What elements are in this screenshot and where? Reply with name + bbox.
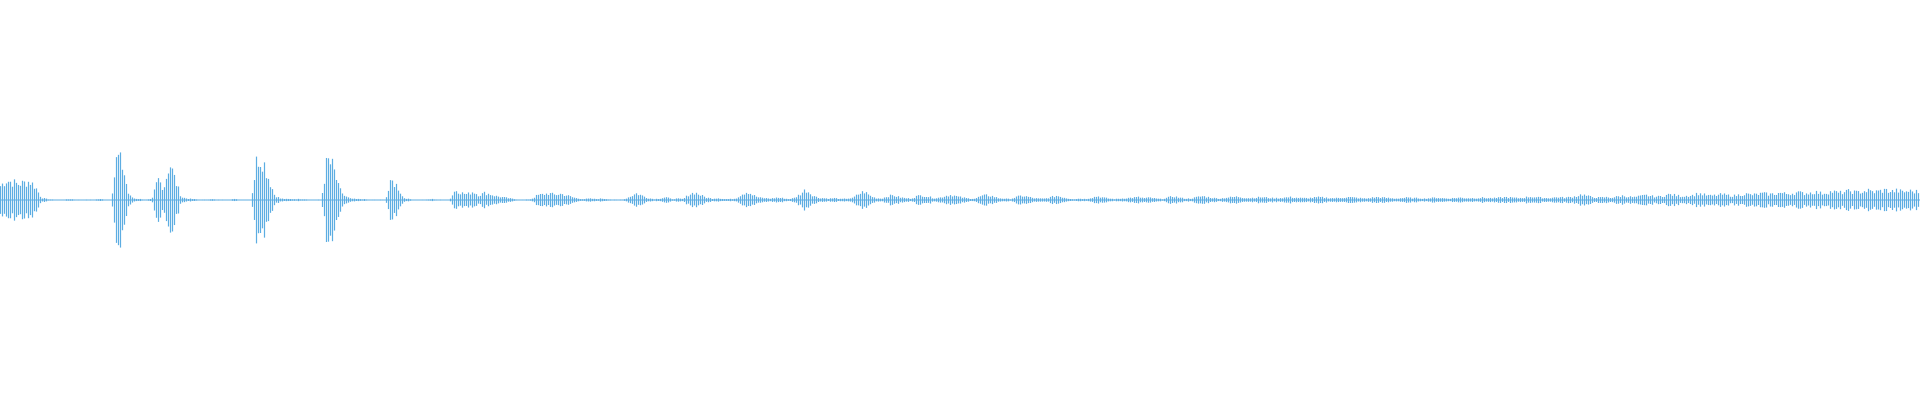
waveform-bars — [0, 152, 1920, 248]
